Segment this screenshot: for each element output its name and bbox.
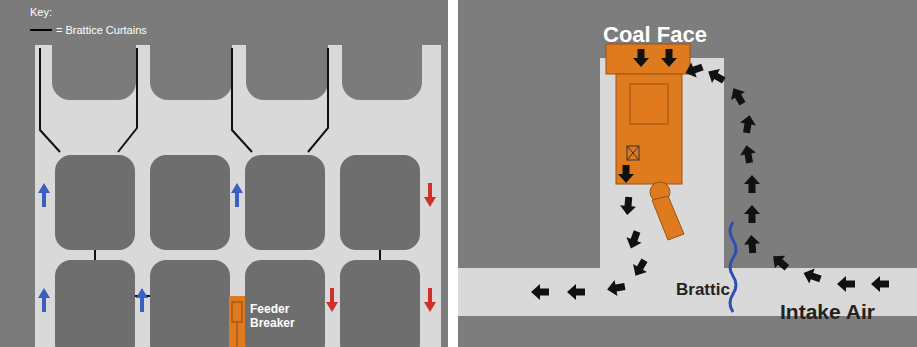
brattice-curtain (730, 222, 736, 312)
flow-arrow (871, 276, 889, 292)
brattice-curtains (40, 48, 380, 296)
coal-pillars (55, 155, 420, 347)
flow-arrow (744, 205, 760, 223)
airflow-arrows (531, 49, 889, 300)
flow-arrow (567, 284, 585, 300)
flow-arrow (837, 276, 855, 292)
room-entry (600, 58, 724, 270)
flow-arrow (739, 114, 758, 135)
flow-arrow (744, 175, 760, 193)
flow-arrow (629, 256, 652, 280)
flow-arrow (739, 144, 758, 165)
flow-arrow (619, 196, 637, 215)
panel-gap (448, 0, 458, 347)
legend-row: = Brattice Curtains (30, 24, 147, 36)
airflow-arrows (38, 183, 436, 312)
flow-arrow (801, 265, 823, 286)
continuous-miner (606, 44, 690, 240)
flow-arrow (531, 284, 549, 300)
feeder-breaker-symbol (229, 296, 245, 347)
flow-arrow (743, 234, 761, 253)
legend: = Brattice Curtains (30, 24, 147, 36)
rock-ground (458, 0, 917, 347)
face-blocks (52, 20, 422, 100)
legend-text: = Brattice Curtains (56, 24, 147, 36)
legend-swatch (30, 29, 52, 31)
flow-arrow (623, 229, 644, 251)
flow-arrow (606, 279, 627, 298)
flow-arrow (768, 250, 792, 274)
key-heading: Key: (30, 6, 52, 18)
flow-arrow (727, 84, 750, 108)
flow-arrow (618, 165, 634, 183)
flow-arrow (633, 49, 649, 67)
area-label: Coal Face (603, 22, 707, 48)
flow-arrow (661, 49, 677, 67)
curtain-label: Brattic (676, 280, 730, 300)
flow-arrow (704, 65, 728, 88)
airflow-label: Intake Air (780, 300, 875, 324)
flow-arrow (683, 59, 705, 80)
equipment-label: Feeder Breaker (250, 303, 320, 331)
